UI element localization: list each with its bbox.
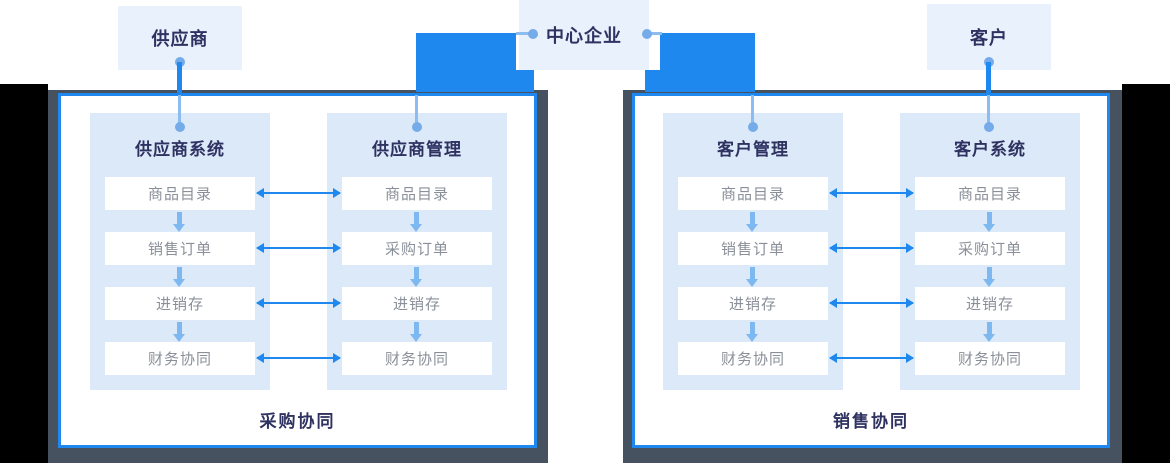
down-arrow-icon xyxy=(983,267,995,287)
connector-dot-icon xyxy=(642,29,652,39)
down-arrow-icon xyxy=(173,267,185,287)
center-left-link-line xyxy=(516,32,536,35)
row-supplier-mgmt-catalog: 商品目录 xyxy=(342,177,492,210)
center-left-connector-block xyxy=(416,33,516,92)
row-supplier-system-finance: 财务协同 xyxy=(105,342,255,375)
procurement-collaboration-label: 采购协同 xyxy=(259,412,336,432)
row-supplier-system-sales-order: 销售订单 xyxy=(105,232,255,265)
down-arrow-icon xyxy=(746,322,758,342)
down-arrow-icon xyxy=(173,322,185,342)
customer-management-title: 客户管理 xyxy=(717,140,789,160)
center-left-connector-block-foot xyxy=(516,70,534,92)
supplier-connector-line xyxy=(177,62,182,93)
row-customer-system-catalog: 商品目录 xyxy=(915,177,1065,210)
double-arrow-icon xyxy=(829,243,914,253)
row-customer-mgmt-catalog: 商品目录 xyxy=(678,177,828,210)
connector-dot-icon xyxy=(748,122,758,132)
center-right-link-line xyxy=(648,32,662,35)
row-customer-mgmt-sales-order: 销售订单 xyxy=(678,232,828,265)
row-customer-mgmt-inventory: 进销存 xyxy=(678,287,828,320)
double-arrow-icon xyxy=(256,243,341,253)
row-supplier-mgmt-purchase-order: 采购订单 xyxy=(342,232,492,265)
down-arrow-icon xyxy=(746,212,758,232)
row-customer-system-purchase-order: 采购订单 xyxy=(915,232,1065,265)
double-arrow-icon xyxy=(829,188,914,198)
down-arrow-icon xyxy=(410,267,422,287)
down-arrow-icon xyxy=(410,322,422,342)
row-customer-system-finance: 财务协同 xyxy=(915,342,1065,375)
center-right-connector-block-foot xyxy=(645,70,660,92)
customer-mgmt-connector-line xyxy=(751,95,754,123)
customer-system-title: 客户系统 xyxy=(954,140,1026,160)
left-edge-black-strip xyxy=(0,84,48,463)
connector-dot-icon xyxy=(175,122,185,132)
down-arrow-icon xyxy=(410,212,422,232)
row-customer-system-inventory: 进销存 xyxy=(915,287,1065,320)
double-arrow-icon xyxy=(829,298,914,308)
row-supplier-mgmt-finance: 财务协同 xyxy=(342,342,492,375)
connector-dot-icon xyxy=(528,29,538,39)
supplier-management-title: 供应商管理 xyxy=(372,140,462,160)
sales-collaboration-label: 销售协同 xyxy=(833,412,909,432)
right-edge-black-strip xyxy=(1122,84,1170,463)
double-arrow-icon xyxy=(256,298,341,308)
connector-dot-icon xyxy=(984,122,994,132)
row-supplier-mgmt-inventory: 进销存 xyxy=(342,287,492,320)
supplier-mgmt-connector-line xyxy=(415,95,418,123)
row-supplier-system-inventory: 进销存 xyxy=(105,287,255,320)
row-supplier-system-catalog: 商品目录 xyxy=(105,177,255,210)
supplier-system-title: 供应商系统 xyxy=(135,140,225,160)
supplier-box: 供应商 xyxy=(118,6,242,70)
center-enterprise-box: 中心企业 xyxy=(519,0,649,70)
customer-connector-line-inner xyxy=(987,95,990,123)
down-arrow-icon xyxy=(983,322,995,342)
down-arrow-icon xyxy=(983,212,995,232)
down-arrow-icon xyxy=(173,212,185,232)
double-arrow-icon xyxy=(256,188,341,198)
down-arrow-icon xyxy=(746,267,758,287)
center-right-connector-block xyxy=(660,33,755,92)
double-arrow-icon xyxy=(256,353,341,363)
connector-dot-icon xyxy=(412,122,422,132)
supplier-connector-line-inner xyxy=(178,95,181,123)
row-customer-mgmt-finance: 财务协同 xyxy=(678,342,828,375)
customer-connector-line xyxy=(986,62,991,93)
double-arrow-icon xyxy=(829,353,914,363)
